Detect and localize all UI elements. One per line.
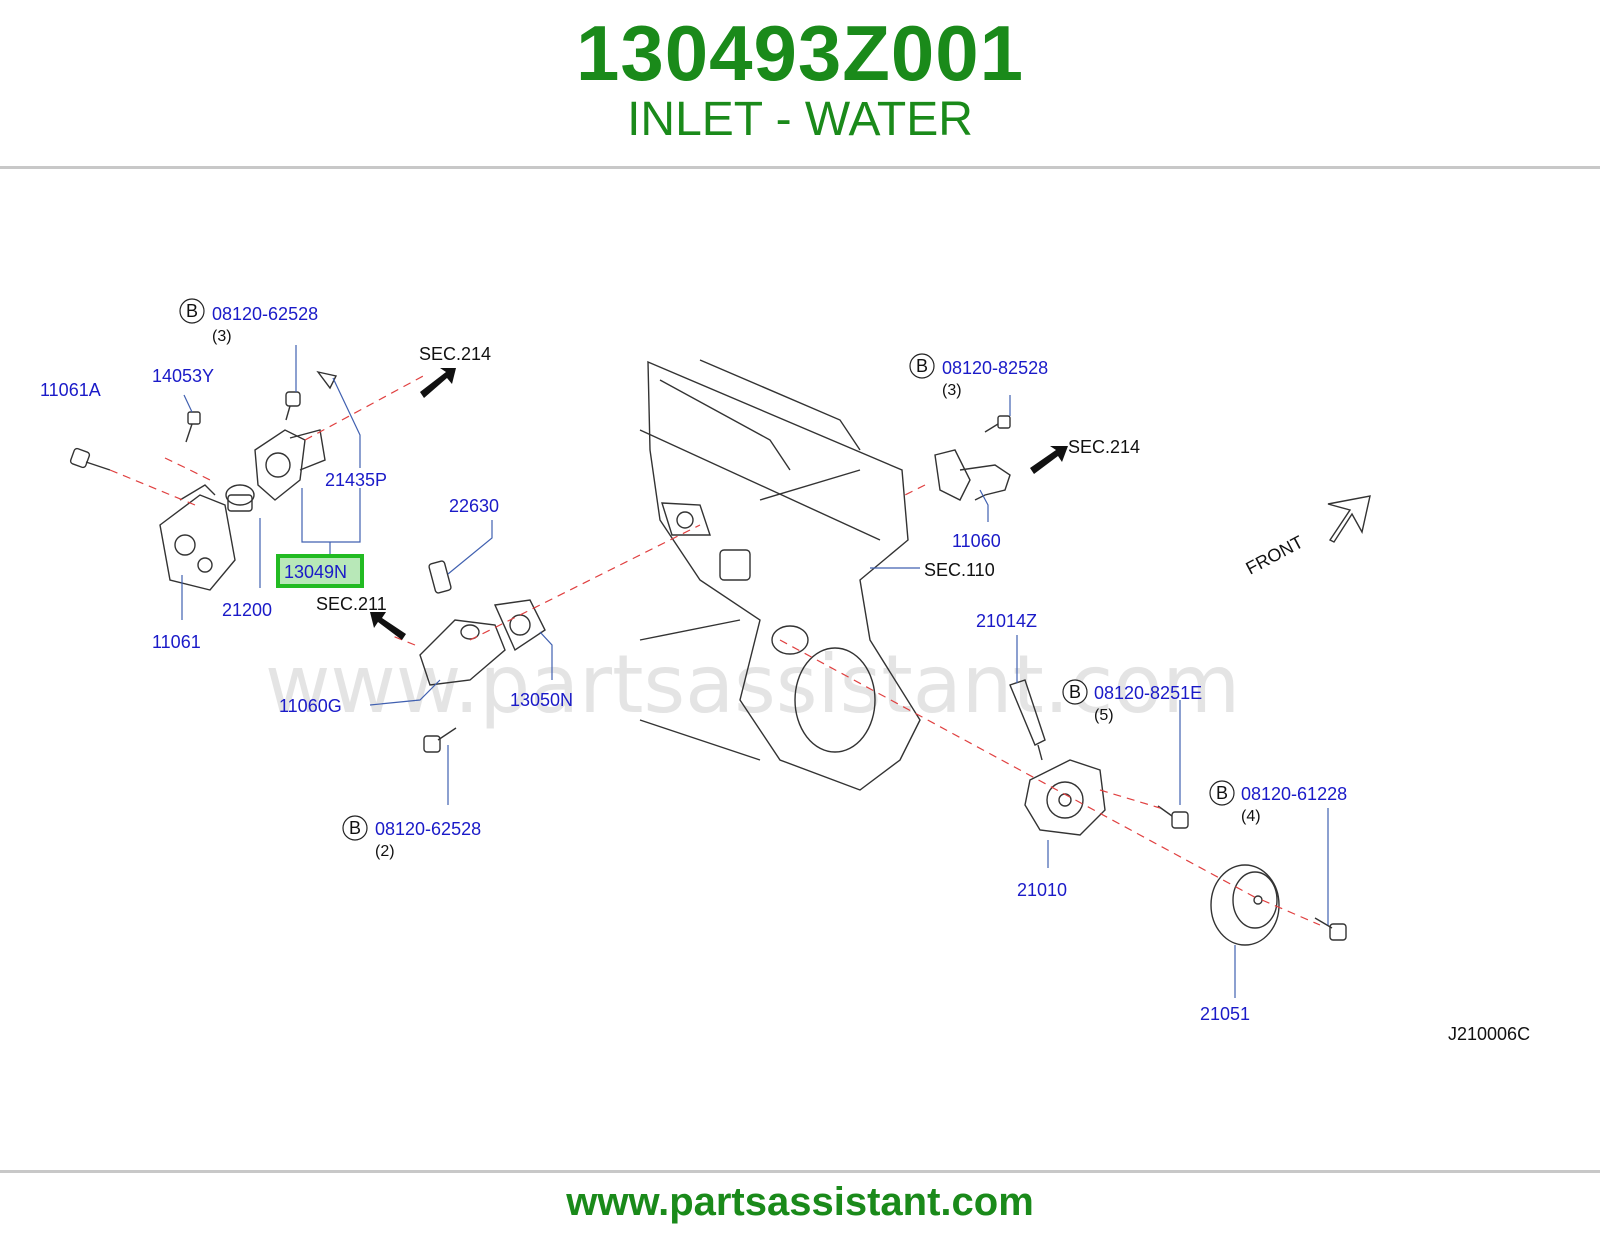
front-arrow	[1327, 495, 1371, 543]
svg-text:B: B	[1069, 682, 1081, 702]
label-14053Y[interactable]: 14053Y	[152, 366, 214, 386]
pulley-21051-drawing	[1210, 864, 1280, 946]
svg-text:B: B	[186, 301, 198, 321]
svg-text:B: B	[349, 818, 361, 838]
label-sec110[interactable]: SEC.110	[924, 560, 995, 580]
label-11061[interactable]: 11061	[152, 632, 201, 652]
thermostat-housing-drawing	[159, 484, 236, 591]
label-11061A[interactable]: 11061A	[40, 380, 101, 400]
bolt-b5-drawing	[1314, 917, 1347, 941]
bolt-b3-drawing	[423, 727, 457, 753]
bolt-14053Y-drawing	[185, 411, 201, 443]
sensor-22630-drawing	[428, 560, 452, 594]
footer-divider	[0, 1170, 1600, 1173]
bolt-b4-drawing	[1157, 805, 1189, 829]
page-header: 130493Z001 INLET - WATER	[0, 0, 1600, 168]
water-inlet-drawing	[254, 429, 326, 501]
leader-lines	[181, 345, 1329, 998]
header-divider	[0, 166, 1600, 169]
svg-text:B: B	[916, 356, 928, 376]
label-21010[interactable]: 21010	[1017, 880, 1067, 900]
label-13049N[interactable]: 13049N	[284, 562, 347, 582]
water-outlet-11060G-drawing	[419, 619, 506, 686]
label-sec214-left[interactable]: SEC.214	[419, 344, 491, 364]
qty-bolt-b1: (3)	[212, 328, 232, 345]
label-sec211[interactable]: SEC.211	[316, 594, 387, 614]
label-13050N[interactable]: 13050N	[510, 690, 573, 710]
label-bolt-b3[interactable]: 08120-62528	[375, 819, 481, 839]
water-outlet-11060-drawing	[934, 449, 1011, 501]
sec214-arrow-left	[420, 368, 456, 398]
sec214-arrow-right	[1030, 446, 1068, 474]
qty-bolt-b4: (5)	[1094, 707, 1114, 724]
label-bolt-b2[interactable]: 08120-82528	[942, 358, 1048, 378]
label-11060G[interactable]: 11060G	[279, 696, 342, 716]
part-number-title: 130493Z001	[575, 9, 1025, 97]
svg-text:B: B	[1216, 783, 1228, 803]
b-markers: B B B B B	[179, 298, 1235, 841]
front-label: FRONT	[1242, 532, 1306, 579]
engine-block-drawing	[639, 359, 921, 791]
part-name-subtitle: INLET - WATER	[627, 93, 973, 146]
label-sec214-right[interactable]: SEC.214	[1068, 437, 1140, 457]
label-bolt-b5[interactable]: 08120-61228	[1241, 784, 1347, 804]
alignment-lines	[109, 374, 1321, 926]
label-22630[interactable]: 22630	[449, 496, 499, 516]
label-21014Z[interactable]: 21014Z	[976, 611, 1037, 631]
highlighted-part-box	[276, 554, 364, 588]
footer-url[interactable]: www.partsassistant.com	[566, 1180, 1034, 1224]
qty-bolt-b5: (4)	[1241, 808, 1261, 825]
bolt-11061A-drawing	[69, 447, 111, 471]
thermostat-drawing	[225, 484, 255, 512]
bolt-b1-drawing	[285, 391, 301, 421]
diagram-code: J210006C	[1448, 1024, 1530, 1044]
label-21435P[interactable]: 21435P	[325, 470, 387, 490]
label-11060[interactable]: 11060	[952, 531, 1001, 551]
gasket-engine-drawing	[661, 502, 711, 536]
gasket-13050N-drawing	[493, 599, 546, 652]
water-pump-21010-drawing	[1024, 759, 1106, 836]
bolt-b2-drawing	[984, 415, 1011, 433]
qty-bolt-b2: (3)	[942, 382, 962, 399]
label-21051[interactable]: 21051	[1200, 1004, 1250, 1024]
label-bolt-b1[interactable]: 08120-62528	[212, 304, 318, 324]
sec211-arrow	[370, 612, 406, 640]
sealant-21014Z-drawing	[1009, 679, 1046, 761]
qty-bolt-b3: (2)	[375, 843, 395, 860]
gasket-21435P-drawing	[316, 370, 338, 390]
label-bolt-b4[interactable]: 08120-8251E	[1094, 683, 1202, 703]
label-21200[interactable]: 21200	[222, 600, 272, 620]
